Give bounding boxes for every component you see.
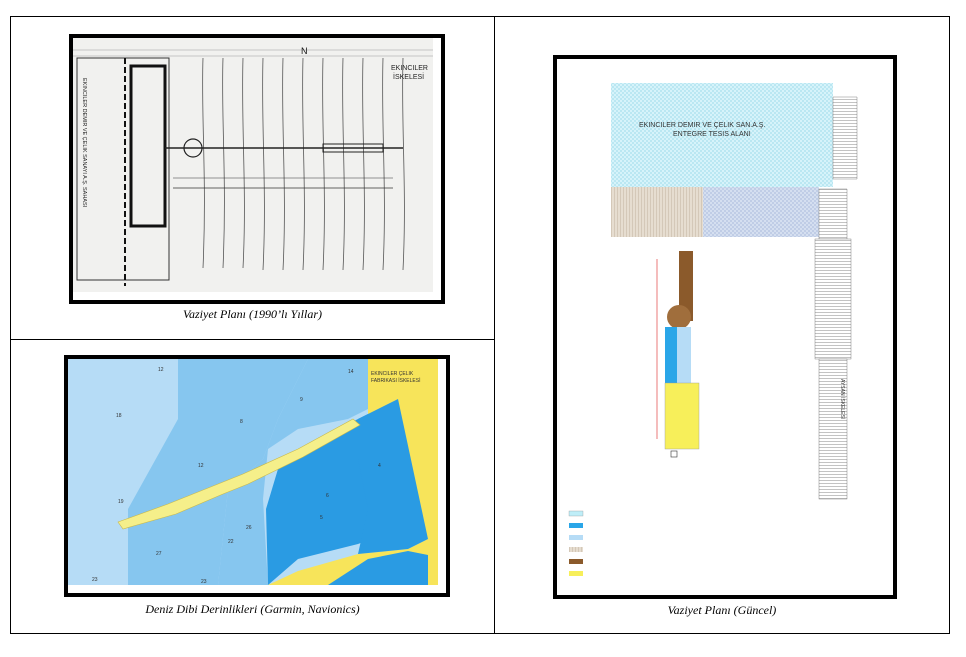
old-plan-label-2: İSKELESİ — [393, 72, 424, 81]
company-label: EKINCILER DEMIR VE ÇELIK SANAYI A.Ş. SAH… — [81, 78, 87, 208]
sounding: 14 — [348, 369, 354, 375]
neighbor-pier-label: AYSAN İSKELESİ — [839, 379, 846, 419]
caption-old-plan: Vaziyet Planı (1990’lı Yıllar) — [183, 307, 322, 321]
figure-table: EKINCILER İSKELESİ N EKINCILER DEMIR VE … — [10, 16, 950, 634]
depth-chart-drawing: EKINCILER ÇELIK FABRIKASI İSKELESİ 12 14… — [68, 359, 438, 585]
old-plan-label-1: EKINCILER — [391, 65, 428, 72]
facility-label-1: EKINCILER ÇELIK — [371, 371, 414, 377]
sounding: 26 — [246, 525, 252, 531]
current-site-plan: EKINCILER DEMIR VE ÇELIK SAN.A.Ş. ENTEGR… — [553, 55, 897, 599]
current-area-label-1: EKINCILER DEMIR VE ÇELIK SAN.A.Ş. — [639, 122, 765, 129]
caption-depths: Deniz Dibi Derinlikleri (Garmin, Navioni… — [145, 602, 360, 616]
old-site-plan-drawing: EKINCILER İSKELESİ N EKINCILER DEMIR VE … — [73, 38, 433, 292]
sounding: 23 — [92, 577, 98, 583]
table-divider-vertical — [494, 17, 495, 633]
current-site-plan-drawing: EKINCILER DEMIR VE ÇELIK SAN.A.Ş. ENTEGR… — [557, 59, 885, 587]
sounding: 19 — [118, 499, 124, 505]
sounding: 6 — [326, 493, 329, 499]
sounding: 23 — [201, 579, 207, 585]
current-area-label-2: ENTEGRE TESIS ALANI — [673, 131, 751, 138]
sounding: 9 — [300, 397, 303, 403]
facility-label-2: FABRIKASI İSKELESİ — [371, 377, 420, 384]
sounding: 12 — [198, 463, 204, 469]
sounding: 5 — [320, 515, 323, 521]
sounding: 4 — [378, 463, 381, 469]
sounding: 27 — [156, 551, 162, 557]
north-label: N — [301, 46, 308, 56]
sounding: 8 — [240, 419, 243, 425]
caption-current-plan: Vaziyet Planı (Güncel) — [667, 603, 777, 617]
table-divider-horizontal — [11, 339, 494, 340]
sounding: 12 — [158, 367, 164, 373]
legend — [568, 510, 584, 576]
sounding: 22 — [228, 539, 234, 545]
depth-soundings: 12 14 18 9 8 12 4 26 6 27 22 19 23 23 5 — [92, 367, 381, 585]
old-site-plan: EKINCILER İSKELESİ N EKINCILER DEMIR VE … — [69, 34, 445, 304]
depth-chart: EKINCILER ÇELIK FABRIKASI İSKELESİ 12 14… — [64, 355, 450, 597]
sounding: 18 — [116, 413, 122, 419]
